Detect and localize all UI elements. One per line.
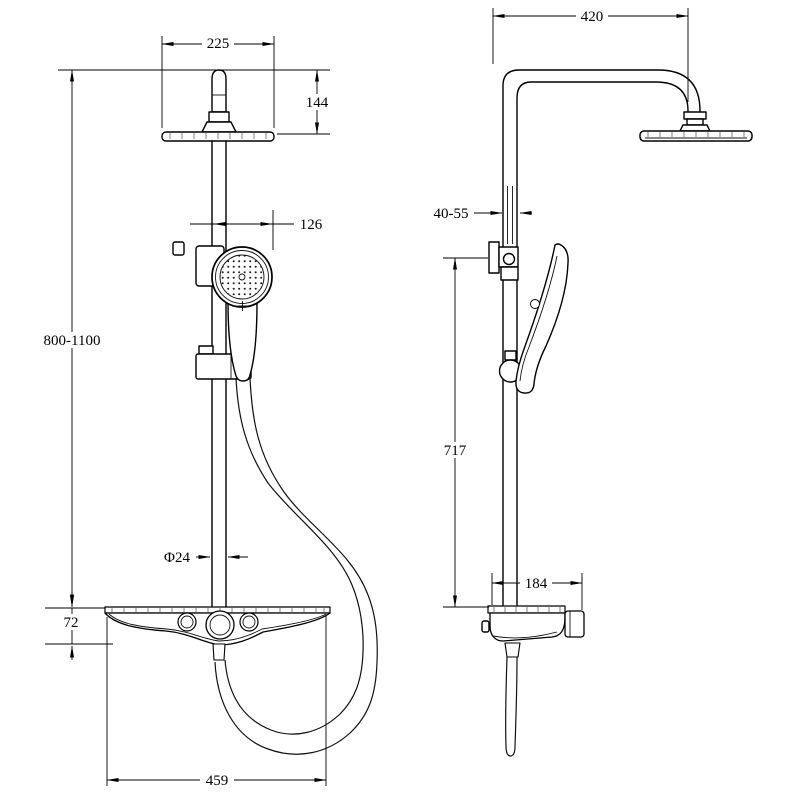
dim-label-rail-height: 800-1100 <box>44 333 101 349</box>
dim-pipe-diameter: Φ24 <box>157 549 248 566</box>
bracket-knob <box>502 252 516 266</box>
inner-rod-lines <box>507 186 513 244</box>
ext-lines <box>443 257 489 608</box>
dim-shelf-width: 459 <box>106 616 327 789</box>
side-head-texture <box>647 132 745 137</box>
label-bg <box>438 442 472 458</box>
dim-handset-offset: 126 <box>190 210 329 250</box>
hand-shower-face-ring <box>215 250 269 304</box>
dim-head-drop: 144 <box>301 69 333 135</box>
dim-label-head-width: 225 <box>207 36 230 52</box>
hand-shower <box>211 246 273 382</box>
label-bg <box>202 35 234 51</box>
head-connector-flare <box>679 124 711 132</box>
shower-hose <box>214 377 378 755</box>
dim-label-shelf-height: 72 <box>64 615 79 631</box>
rain-shower-arm <box>201 69 237 133</box>
bracket-lower-block <box>500 266 519 281</box>
hose-inner-line <box>224 377 364 735</box>
label-bg <box>427 205 474 221</box>
side-hose-cap <box>505 745 516 757</box>
mixer-left-nub <box>481 620 490 633</box>
mixer-body-line <box>492 631 558 639</box>
slider-stem <box>504 350 517 361</box>
shelf-mixer <box>104 606 331 661</box>
gooseneck-inner <box>516 81 689 608</box>
side-hose-lines <box>504 656 518 747</box>
arm-nut <box>208 111 230 123</box>
label-bg <box>520 575 552 591</box>
side-view: 420 40-55 717 184 <box>427 8 753 757</box>
hose-outer-line <box>214 377 378 755</box>
dim-label-head-drop: 144 <box>306 95 329 111</box>
wall-bracket <box>488 241 519 281</box>
dim-bracket-depth: 40-55 <box>427 205 532 222</box>
label-bg <box>301 94 333 110</box>
shelf-wing-inner-line <box>108 613 327 642</box>
handle-cross-mark <box>238 301 247 311</box>
ext-lines <box>106 616 327 786</box>
dim-rail-height: 800-1100 <box>38 69 106 608</box>
head-disc-texture <box>169 133 267 139</box>
head-connector-nut <box>683 111 707 120</box>
head-connector-collar <box>686 118 704 126</box>
dim-label-arm-reach: 420 <box>581 9 604 25</box>
label-bg <box>38 332 106 348</box>
diverter-buttons <box>177 610 259 640</box>
diverter-button-left-inner <box>180 615 194 629</box>
dim-label-pipe-diameter: Φ24 <box>164 550 190 566</box>
label-bg <box>295 216 329 232</box>
diverter-button-center-inner <box>209 614 231 636</box>
arm-flare <box>201 121 237 133</box>
dim-column-height: 717 <box>438 257 489 608</box>
front-view: 225 144 126 800-1100 <box>38 35 378 789</box>
bracket-wall-plate <box>488 241 500 274</box>
dim-head-width: 225 <box>161 35 275 128</box>
dim-label-body-depth: 184 <box>525 576 548 592</box>
dim-label-shelf-width: 459 <box>206 773 229 789</box>
rain-shower-head <box>161 131 275 142</box>
side-rain-head <box>639 111 753 142</box>
column-and-arm <box>502 69 701 608</box>
mixer-plate-texture <box>493 607 561 612</box>
ext-lines <box>161 36 275 128</box>
mixer-knob <box>564 610 585 638</box>
label-bg <box>157 549 196 565</box>
shelf-texture <box>111 608 325 612</box>
mixer-top-plate <box>487 605 566 614</box>
label-bg <box>576 8 608 24</box>
gooseneck-outer <box>502 69 701 608</box>
label-bg <box>60 614 82 630</box>
blade-hang-hook <box>530 299 540 309</box>
diverter-button-right-inner <box>242 615 256 629</box>
mixer-hose-neck <box>504 642 521 658</box>
ext-lines <box>45 607 113 645</box>
dim-label-bracket-depth: 40-55 <box>434 206 469 222</box>
side-dimensions: 420 40-55 717 184 <box>427 8 689 610</box>
arm-pipe <box>211 69 227 113</box>
side-hand-shower <box>515 243 569 394</box>
clamp-tab <box>198 345 214 355</box>
spray-center-hole <box>238 273 246 281</box>
hand-shower-blade <box>515 243 569 394</box>
label-bg <box>200 772 234 788</box>
holder-lever <box>172 241 185 256</box>
dim-label-handset-offset: 126 <box>300 217 323 233</box>
blade-seam-line <box>519 255 558 382</box>
dim-label-column-height: 717 <box>444 443 467 459</box>
side-mixer <box>481 605 585 757</box>
front-dimensions: 225 144 126 800-1100 <box>38 35 333 789</box>
hose-outlet-neck <box>212 643 226 661</box>
ext-lines <box>491 573 583 610</box>
dim-arm-reach: 420 <box>492 8 689 102</box>
dim-shelf-height: 72 <box>45 592 113 660</box>
dim-body-depth: 184 <box>491 573 583 610</box>
